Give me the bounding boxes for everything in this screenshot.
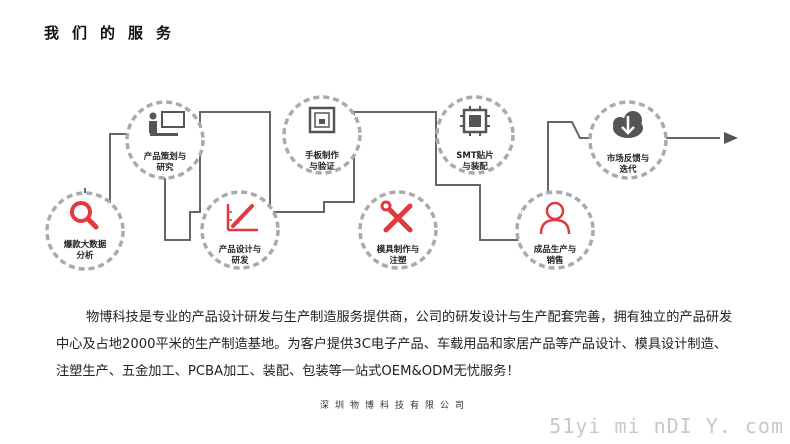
flow-arrowhead	[724, 132, 738, 144]
node-label-3b: 研发	[231, 255, 249, 266]
node-big-data-analysis: 爆款大数据 分析	[45, 191, 125, 271]
ruler-pencil-icon	[226, 204, 258, 232]
node-label-2b: 研究	[156, 162, 174, 173]
node-product-design: 产品设计与 研发	[200, 190, 280, 270]
node-label-1b: 分析	[76, 250, 94, 261]
company-footer: 深圳物博科技有限公司	[319, 401, 470, 411]
node-label-6a: SMT贴片	[456, 150, 493, 161]
node-label-7a: 成品生产与	[534, 244, 577, 255]
node-mold-injection: 模具制作与 注塑	[358, 190, 438, 270]
node-label-8b: 迭代	[619, 164, 637, 175]
node-label-1a: 爆款大数据	[64, 239, 107, 250]
user-icon	[539, 201, 571, 235]
node-label-3a: 产品设计与	[219, 244, 262, 255]
node-label-4b: 与验证	[309, 161, 335, 172]
chip-icon	[460, 106, 490, 136]
node-label-4a: 手板制作	[305, 150, 340, 161]
node-smt-assembly: SMT贴片 与装配	[435, 95, 515, 175]
cloud-download-icon	[613, 111, 643, 138]
node-label-8a: 市场反馈与	[607, 153, 650, 164]
node-prototype: 手板制作 与验证	[282, 95, 362, 175]
node-label-7b: 销售	[546, 255, 563, 266]
magnifier-icon	[70, 201, 99, 230]
page-title: 我们的服务	[44, 24, 185, 42]
node-product-planning: 产品策划与 研究	[125, 100, 205, 180]
site-watermark: 51yi mi nDI Y. com	[549, 414, 784, 438]
node-label-6b: 与装配	[462, 161, 488, 172]
3d-printer-icon	[308, 106, 336, 134]
node-market-feedback: 市场反馈与 迭代	[588, 100, 668, 180]
node-label-2a: 产品策划与	[144, 151, 187, 162]
node-label-5a: 模具制作与	[377, 244, 420, 255]
node-label-5b: 注塑	[389, 255, 407, 266]
node-production-sales: 成品生产与 销售	[515, 190, 595, 270]
service-flow-diagram: 爆款大数据 分析 产品策划与 研究 产品设计与 研发	[45, 95, 738, 271]
presentation-icon	[149, 111, 185, 136]
wrench-screwdriver-icon	[380, 200, 413, 233]
company-description: 物博科技是专业的产品设计研发与生产制造服务提供商，公司的研发设计与生产配套完善，…	[56, 310, 733, 379]
